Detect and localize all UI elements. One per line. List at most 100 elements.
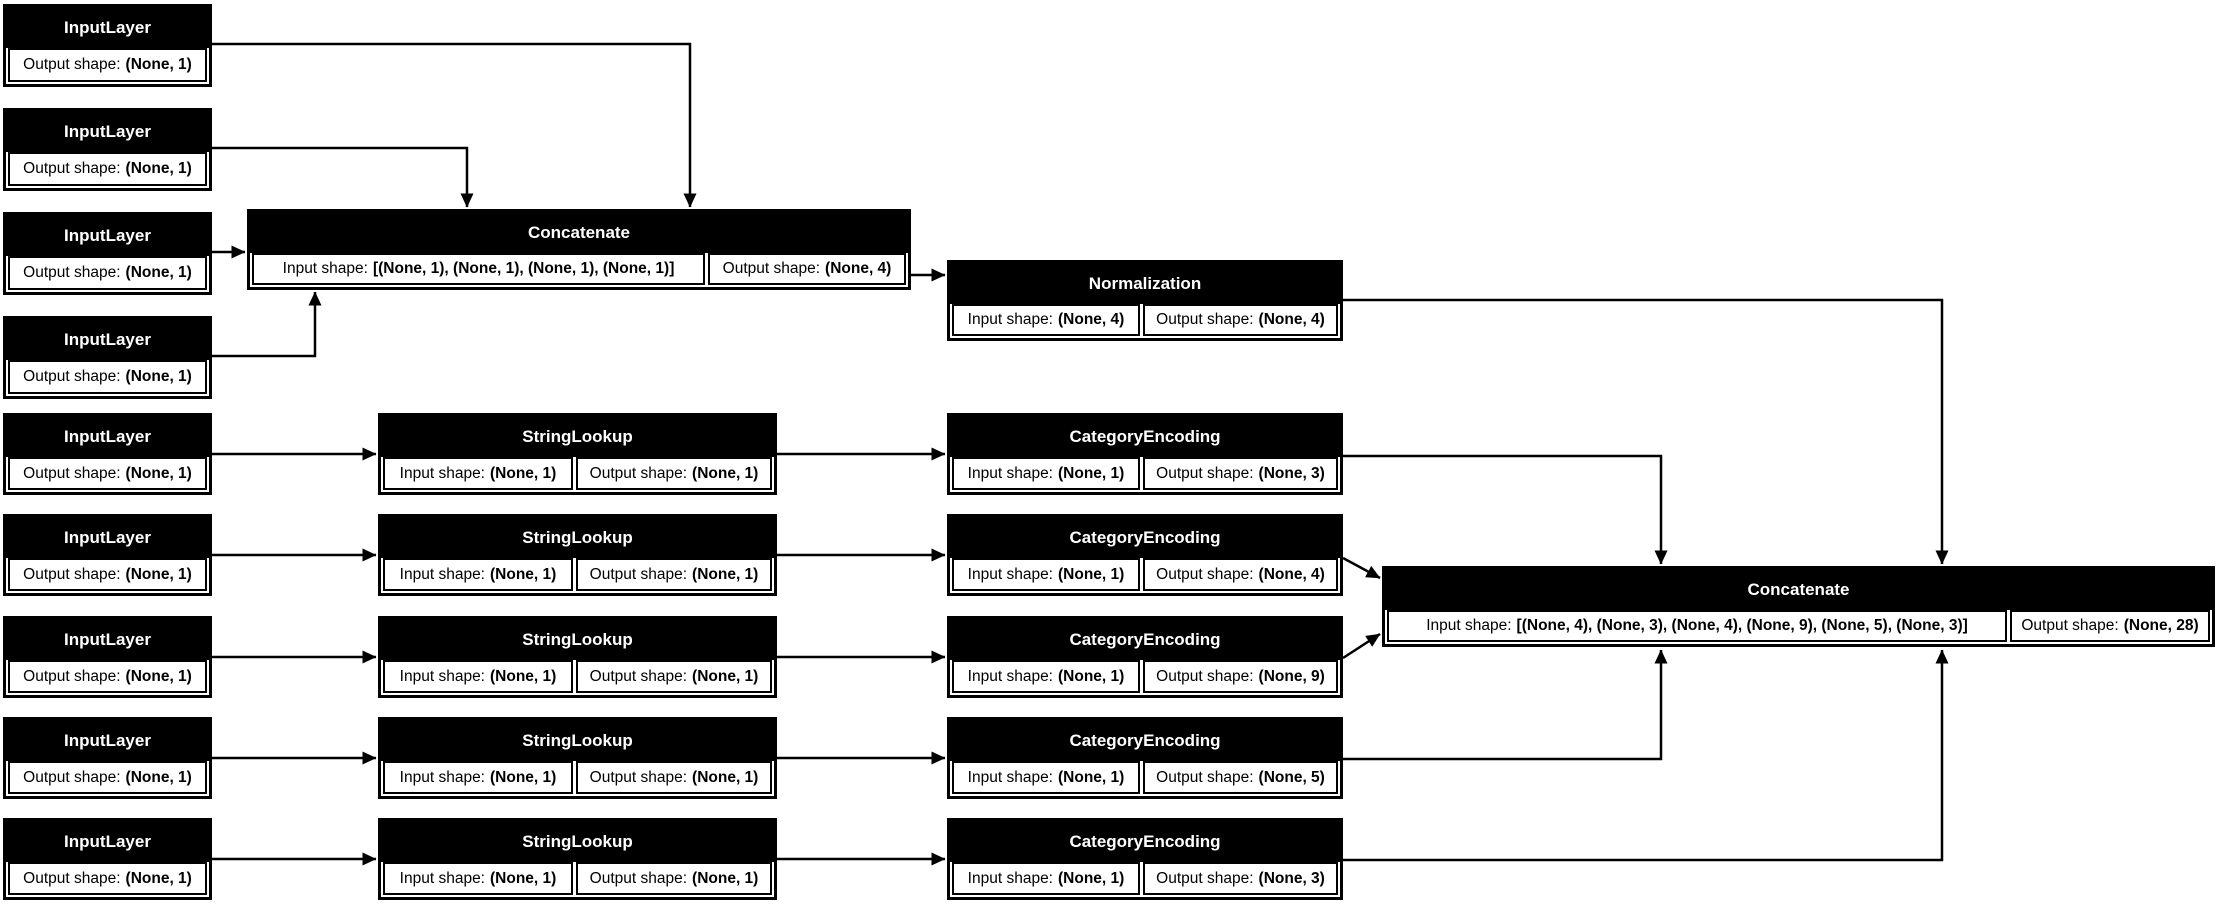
layer-input-row-5: InputLayer Output shape: (None, 1) xyxy=(3,818,212,900)
output-shape-label: Output shape: xyxy=(1156,869,1254,887)
layer-title: CategoryEncoding xyxy=(950,720,1340,761)
layer-input-row-3: InputLayer Output shape: (None, 1) xyxy=(3,616,212,698)
layer-title: StringLookup xyxy=(381,720,774,761)
layer-stringlookup-1: StringLookup Input shape: (None, 1) Outp… xyxy=(378,413,777,495)
layer-normalization: Normalization Input shape: (None, 4) Out… xyxy=(947,260,1343,341)
output-shape-label: Output shape: xyxy=(2021,617,2119,634)
layer-title: StringLookup xyxy=(381,821,774,862)
output-shape-value: (None, 1) xyxy=(692,565,759,583)
layer-title: InputLayer xyxy=(6,7,209,48)
layer-title: Concatenate xyxy=(1385,569,2212,610)
layer-title: InputLayer xyxy=(6,517,209,558)
input-shape-label: Input shape: xyxy=(282,260,368,277)
layer-input-row-1: InputLayer Output shape: (None, 1) xyxy=(3,413,212,495)
output-shape-value: (None, 4) xyxy=(1258,311,1325,328)
edge-input4-concatenate1 xyxy=(212,291,322,358)
output-shape-label: Output shape: xyxy=(589,464,688,482)
output-shape-cell: Output shape: (None, 1) xyxy=(8,48,207,82)
layer-categoryencoding-3: CategoryEncoding Input shape: (None, 1) … xyxy=(947,616,1343,698)
output-shape-cell: Output shape: (None, 1) xyxy=(8,360,207,394)
output-shape-cell: Output shape: (None, 1) xyxy=(8,457,207,490)
edge-categoryencoding2-concatenate2 xyxy=(1342,556,1381,580)
output-shape-value: (None, 1) xyxy=(125,869,192,887)
output-shape-cell: Output shape: (None, 1) xyxy=(576,457,772,490)
layer-stringlookup-5: StringLookup Input shape: (None, 1) Outp… xyxy=(378,818,777,900)
layer-categoryencoding-5: CategoryEncoding Input shape: (None, 1) … xyxy=(947,818,1343,900)
edge-categoryencoding3-concatenate2 xyxy=(1342,632,1381,660)
layer-input-row-4: InputLayer Output shape: (None, 1) xyxy=(3,717,212,799)
output-shape-cell: Output shape: (None, 1) xyxy=(576,660,772,693)
output-shape-label: Output shape: xyxy=(589,768,688,786)
output-shape-cell: Output shape: (None, 1) xyxy=(8,862,207,895)
input-shape-cell: Input shape: (None, 1) xyxy=(383,660,573,693)
output-shape-label: Output shape: xyxy=(23,869,121,887)
layer-categoryencoding-1: CategoryEncoding Input shape: (None, 1) … xyxy=(947,413,1343,495)
output-shape-value: (None, 1) xyxy=(125,368,192,385)
output-shape-cell: Output shape: (None, 1) xyxy=(576,862,772,895)
input-shape-value: (None, 1) xyxy=(1058,565,1125,583)
layer-title: InputLayer xyxy=(6,319,209,360)
input-shape-cell: Input shape: (None, 1) xyxy=(383,558,573,591)
output-shape-cell: Output shape: (None, 1) xyxy=(8,256,207,290)
input-shape-cell: Input shape: (None, 1) xyxy=(383,457,573,490)
output-shape-label: Output shape: xyxy=(589,869,688,887)
output-shape-label: Output shape: xyxy=(1156,311,1254,328)
edge-categoryencoding4-concatenate2 xyxy=(1343,649,1668,761)
edge-normalization-concatenate2 xyxy=(1343,298,1949,565)
layer-input-3: InputLayer Output shape: (None, 1) xyxy=(3,212,212,295)
output-shape-value: (None, 28) xyxy=(2123,617,2199,634)
output-shape-value: (None, 4) xyxy=(1258,565,1325,583)
input-shape-cell: Input shape: (None, 1) xyxy=(383,761,573,794)
input-shape-label: Input shape: xyxy=(967,464,1053,482)
layer-input-1: InputLayer Output shape: (None, 1) xyxy=(3,4,212,87)
output-shape-value: (None, 4) xyxy=(825,260,892,277)
input-shape-label: Input shape: xyxy=(399,464,485,482)
layer-input-2: InputLayer Output shape: (None, 1) xyxy=(3,108,212,191)
layer-input-4: InputLayer Output shape: (None, 1) xyxy=(3,316,212,399)
layer-categoryencoding-2: CategoryEncoding Input shape: (None, 1) … xyxy=(947,514,1343,596)
output-shape-value: (None, 5) xyxy=(1258,768,1325,786)
output-shape-label: Output shape: xyxy=(1156,768,1254,786)
output-shape-label: Output shape: xyxy=(23,368,121,385)
input-shape-label: Input shape: xyxy=(967,667,1053,685)
output-shape-label: Output shape: xyxy=(23,565,121,583)
layer-input-row-2: InputLayer Output shape: (None, 1) xyxy=(3,514,212,596)
output-shape-cell: Output shape: (None, 9) xyxy=(1143,660,1338,693)
input-shape-value: (None, 1) xyxy=(490,869,557,887)
output-shape-value: (None, 1) xyxy=(125,667,192,685)
input-shape-cell: Input shape: [(None, 1), (None, 1), (Non… xyxy=(252,253,705,285)
input-shape-value: (None, 1) xyxy=(1058,667,1125,685)
output-shape-cell: Output shape: (None, 4) xyxy=(708,253,906,285)
output-shape-value: (None, 1) xyxy=(692,667,759,685)
layer-title: InputLayer xyxy=(6,720,209,761)
input-shape-cell: Input shape: (None, 1) xyxy=(952,457,1140,490)
input-shape-value: (None, 1) xyxy=(1058,869,1125,887)
output-shape-label: Output shape: xyxy=(589,565,688,583)
layer-title: Concatenate xyxy=(250,212,908,253)
layer-concatenate-1: Concatenate Input shape: [(None, 1), (No… xyxy=(247,209,911,290)
output-shape-value: (None, 1) xyxy=(125,160,192,177)
output-shape-value: (None, 9) xyxy=(1258,667,1325,685)
output-shape-cell: Output shape: (None, 4) xyxy=(1143,304,1338,336)
layer-stringlookup-4: StringLookup Input shape: (None, 1) Outp… xyxy=(378,717,777,799)
input-shape-cell: Input shape: (None, 1) xyxy=(952,660,1140,693)
input-shape-value: (None, 1) xyxy=(1058,464,1125,482)
output-shape-label: Output shape: xyxy=(1156,464,1254,482)
input-shape-label: Input shape: xyxy=(967,311,1053,328)
output-shape-label: Output shape: xyxy=(1156,667,1254,685)
edge-input2-concatenate1 xyxy=(212,146,474,208)
input-shape-value: [(None, 1), (None, 1), (None, 1), (None,… xyxy=(372,260,675,277)
edge-input1-concatenate1 xyxy=(212,42,697,208)
layer-title: CategoryEncoding xyxy=(950,517,1340,558)
output-shape-label: Output shape: xyxy=(23,667,121,685)
output-shape-label: Output shape: xyxy=(23,264,121,281)
input-shape-cell: Input shape: (None, 1) xyxy=(952,761,1140,794)
output-shape-label: Output shape: xyxy=(589,667,688,685)
input-shape-value: (None, 1) xyxy=(490,464,557,482)
output-shape-value: (None, 3) xyxy=(1258,464,1325,482)
layer-title: InputLayer xyxy=(6,111,209,152)
layer-title: InputLayer xyxy=(6,619,209,660)
output-shape-cell: Output shape: (None, 3) xyxy=(1143,457,1338,490)
input-shape-label: Input shape: xyxy=(399,667,485,685)
